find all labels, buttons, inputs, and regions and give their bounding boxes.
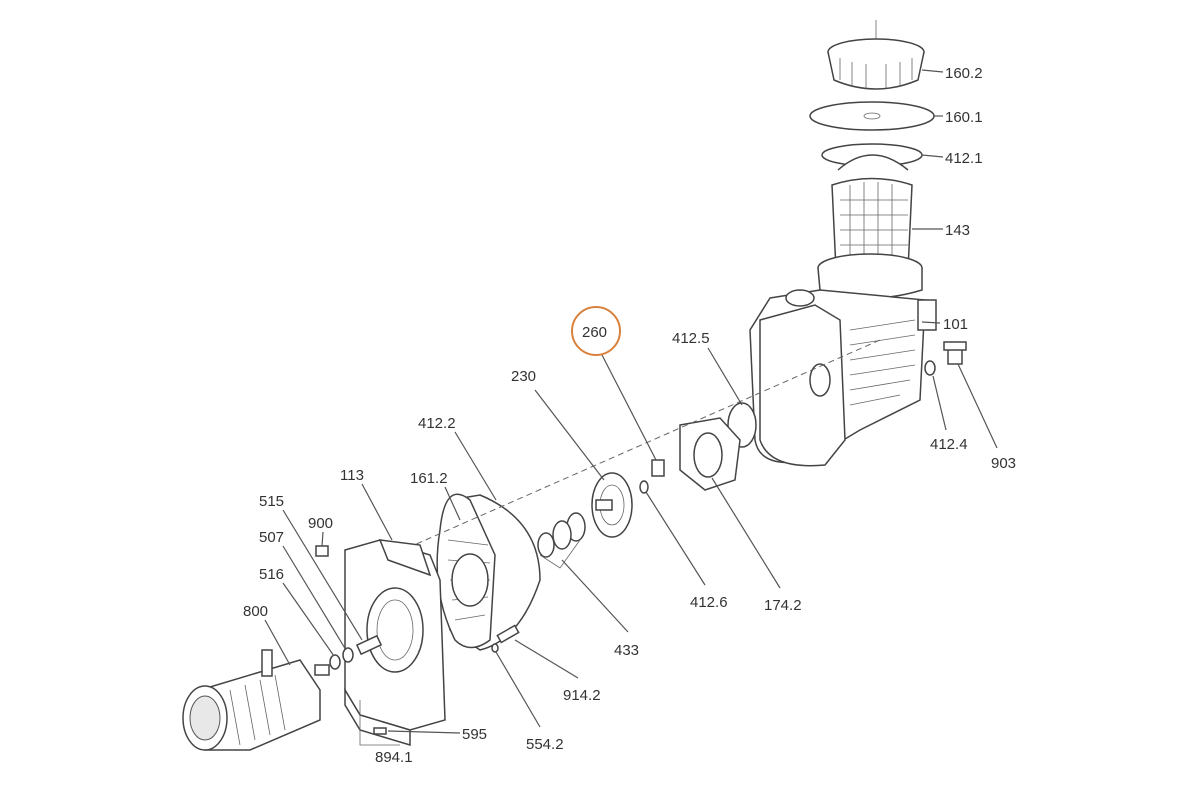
part-seal [537,512,586,569]
part-shaft-515 [355,634,383,656]
part-plug-903 [943,341,967,365]
label-143: 143 [945,222,970,239]
part-lid [827,20,925,90]
label-800: 800 [243,603,268,620]
label-412-2: 412.2 [418,415,456,432]
label-101: 101 [943,316,968,333]
part-motor [182,649,330,751]
part-foot-595 [373,727,387,735]
part-screw-260 [651,459,665,477]
label-230: 230 [511,368,536,385]
label-900: 900 [308,515,333,532]
label-516: 516 [259,566,284,583]
part-labels: 160.2 160.1 412.1 143 101 412.5 903 412.… [243,65,1016,766]
label-433: 433 [614,642,639,659]
label-507: 507 [259,529,284,546]
part-housing [749,253,937,467]
label-894-1: 894.1 [375,749,413,766]
highlight-circle-260 [571,306,621,356]
label-412-4: 412.4 [930,436,968,453]
label-160-2: 160.2 [945,65,983,82]
label-554-2: 554.2 [526,736,564,753]
part-ring-507 [342,647,354,663]
label-260: 260 [582,324,607,341]
part-cover [809,101,935,131]
label-903: 903 [991,455,1016,472]
label-113: 113 [340,467,364,484]
part-diffuser [679,417,741,491]
label-515: 515 [259,493,284,510]
label-412-5: 412.5 [672,330,710,347]
leader-lines [264,69,998,734]
label-412-1: 412.1 [945,150,983,167]
label-412-6: 412.6 [690,594,728,611]
part-washer-554-2 [491,643,499,653]
part-bolt-914-2 [496,624,520,644]
label-595: 595 [462,726,487,743]
part-oring-412-4 [924,360,936,376]
label-174-2: 174.2 [764,597,802,614]
part-impeller [591,472,633,538]
part-ring-516 [329,654,341,670]
part-screw-900 [315,545,329,557]
label-160-1: 160.1 [945,109,983,126]
label-914-2: 914.2 [563,687,601,704]
part-seal-plate [436,493,541,651]
part-oring-412-6 [639,480,649,494]
label-161-2: 161.2 [410,470,448,487]
